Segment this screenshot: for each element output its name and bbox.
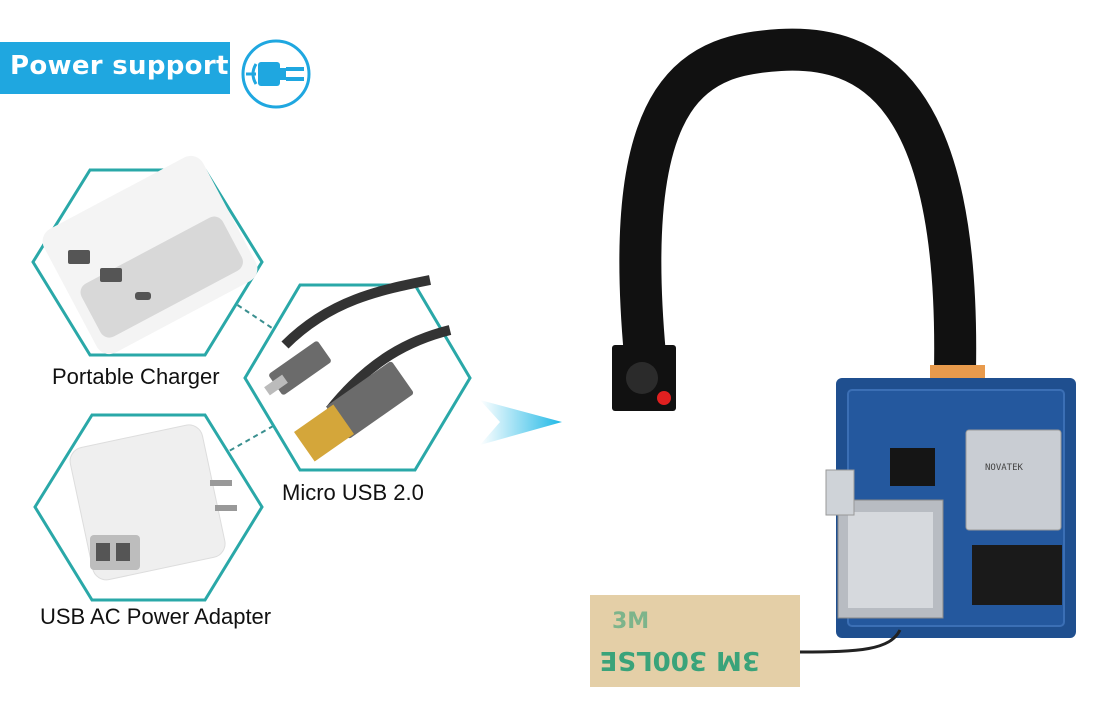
camera-module-board-icon: NOVATEK 3M 3M 300LSE bbox=[590, 28, 1076, 687]
power-plug-icon bbox=[236, 38, 320, 110]
label-usb-ac-adapter: USB AC Power Adapter bbox=[40, 604, 272, 629]
header-banner bbox=[0, 42, 230, 94]
header-title: Power support bbox=[10, 51, 229, 81]
svg-text:NOVATEK: NOVATEK bbox=[985, 463, 1024, 473]
arrow-right-icon bbox=[480, 400, 562, 445]
svg-text:3M: 3M bbox=[612, 609, 649, 634]
connector-bottom bbox=[221, 424, 276, 456]
svg-text:3M 300LSE: 3M 300LSE bbox=[600, 645, 760, 675]
label-micro-usb: Micro USB 2.0 bbox=[282, 480, 424, 505]
usb-cable-icon bbox=[243, 275, 472, 472]
connector-top bbox=[229, 299, 276, 331]
wall-adapter-icon bbox=[33, 413, 264, 602]
power-bank-icon bbox=[31, 155, 264, 357]
label-portable-charger: Portable Charger bbox=[52, 364, 220, 389]
